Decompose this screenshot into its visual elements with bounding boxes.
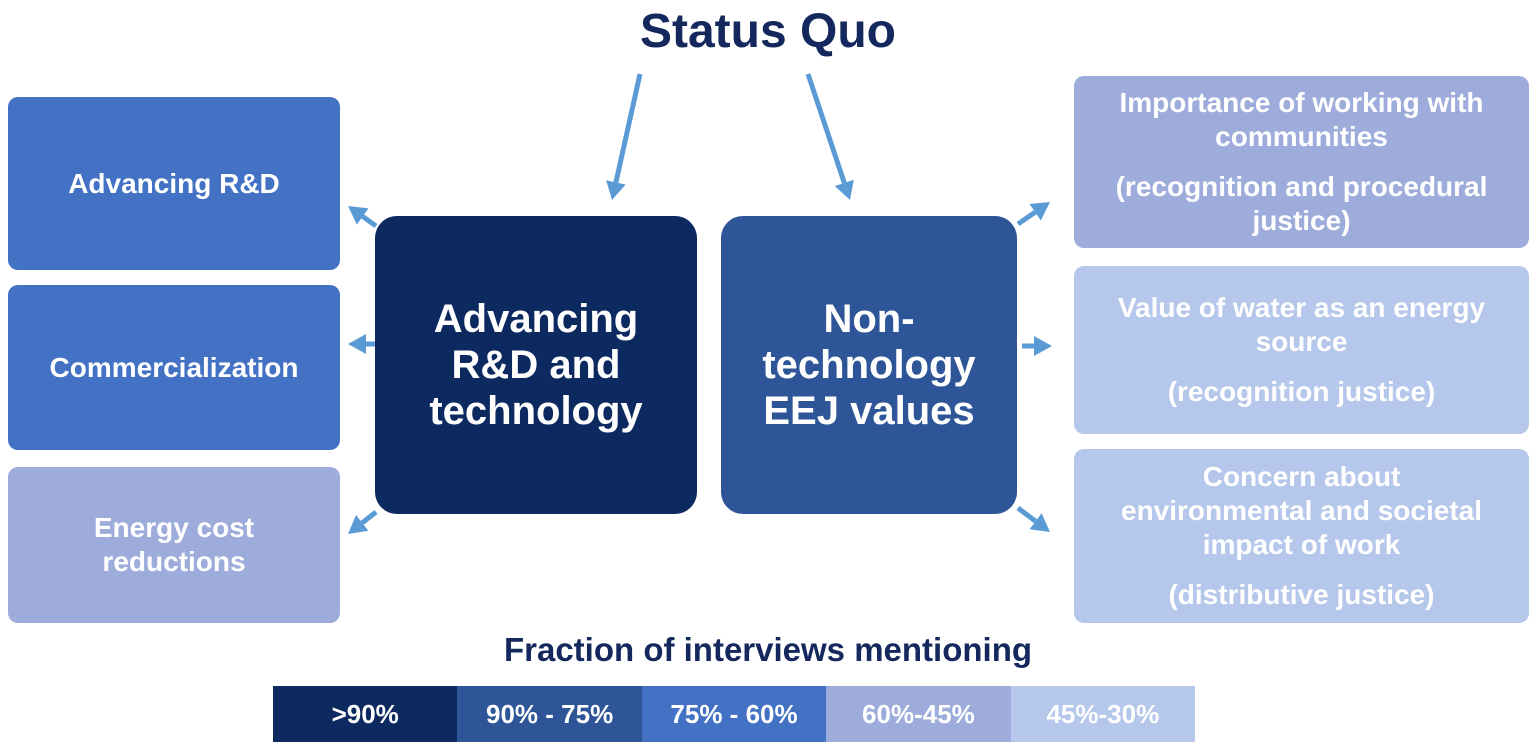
arrow-eej-to-working-with-communities <box>1016 202 1050 227</box>
right-box-label: Value of water as an energy <box>1117 292 1486 323</box>
legend-swatch-level-2: 90% - 75% <box>457 686 642 742</box>
right-box-label: environmental and societal <box>1121 495 1482 526</box>
hub-label: R&D and <box>451 343 621 387</box>
right-box-label: communities <box>1215 121 1388 152</box>
arrow-eej-to-environmental-impact <box>1016 506 1050 532</box>
arrow-eej-to-value-of-water <box>1022 336 1052 356</box>
arrow-hub-to-commercialization <box>348 334 376 354</box>
right-box-label: source <box>1255 326 1348 357</box>
legend: >90% 90% - 75% 75% - 60% 60%-45% 45%-30% <box>273 686 1196 742</box>
right-box-environmental-impact: Concern about environmental and societal… <box>1074 449 1529 623</box>
arrow-shaft <box>613 73 643 183</box>
legend-swatch-level-5: 45%-30% <box>1010 686 1196 742</box>
left-box-label: Advancing R&D <box>68 167 280 199</box>
arrow-shaft <box>360 510 378 525</box>
arrow-shaft <box>1016 506 1038 524</box>
arrow-shaft <box>361 214 378 229</box>
arrow-shaft <box>805 73 847 184</box>
right-box-label: Concern about <box>1202 461 1401 492</box>
left-box-commercialization: Commercialization <box>8 285 340 450</box>
hub-label: EEJ values <box>763 389 975 433</box>
right-box-sublabel: justice) <box>1252 205 1351 236</box>
arrow-shaft <box>1016 210 1037 227</box>
diagram-title: Status Quo <box>639 5 896 58</box>
hub-non-technology-eej: Non- technology EEJ values <box>721 216 1017 514</box>
arrow-head <box>348 515 369 534</box>
left-box-advancing-rnd: Advancing R&D <box>8 97 340 270</box>
arrow-head <box>348 206 369 225</box>
arrow-status-to-rnd-hub <box>606 73 643 200</box>
right-box-sublabel: (distributive justice) <box>1168 579 1435 610</box>
arrow-status-to-eej-hub <box>805 73 854 200</box>
legend-title: Fraction of interviews mentioning <box>503 631 1033 668</box>
arrow-head <box>1034 336 1052 356</box>
right-box-value-of-water: Value of water as an energy source (reco… <box>1074 266 1529 434</box>
right-box-label: impact of work <box>1202 529 1401 560</box>
hub-advancing-rnd-technology: Advancing R&D and technology <box>375 216 697 514</box>
right-box-sublabel: (recognition and procedural <box>1115 171 1488 202</box>
hub-label: technology <box>429 389 643 433</box>
left-box-label: Energy cost <box>93 512 255 543</box>
left-box-energy-cost: Energy cost reductions <box>8 467 340 623</box>
hub-label: technology <box>762 343 976 387</box>
arrow-hub-to-advancing-rnd <box>348 206 378 229</box>
arrow-head <box>348 334 366 354</box>
left-box-label: Commercialization <box>49 351 299 383</box>
arrow-head <box>606 180 626 200</box>
right-box-sublabel: (recognition justice) <box>1167 376 1436 407</box>
legend-swatch-level-1: >90% <box>273 686 458 742</box>
legend-swatch-level-4: 60%-45% <box>826 686 1011 742</box>
arrow-head <box>1029 202 1050 221</box>
arrow-head <box>834 179 854 200</box>
left-box-label: reductions <box>102 546 246 577</box>
hub-label: Non- <box>823 297 915 341</box>
arrow-head <box>1029 513 1050 532</box>
legend-swatch-level-3: 75% - 60% <box>641 686 827 742</box>
right-box-label: Importance of working with <box>1119 87 1484 118</box>
hub-label: Advancing <box>433 297 639 341</box>
right-box-working-with-communities: Importance of working with communities (… <box>1074 76 1529 248</box>
arrow-hub-to-energy-cost <box>348 510 378 534</box>
